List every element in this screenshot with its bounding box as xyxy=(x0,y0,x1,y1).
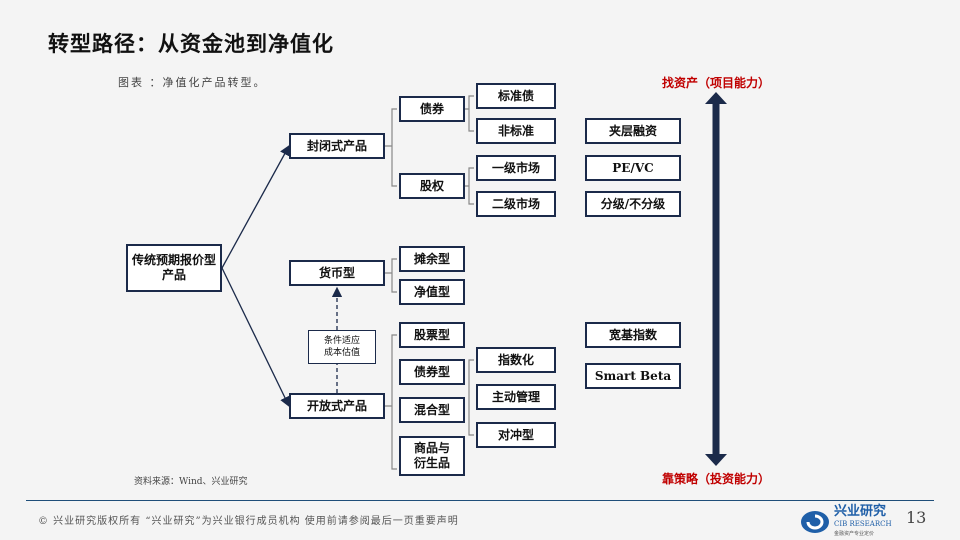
bond-box: 债券 xyxy=(399,96,465,122)
money-box: 货币型 xyxy=(289,260,385,286)
open-product-box: 开放式产品 xyxy=(289,393,385,419)
page-number: 13 xyxy=(906,508,927,527)
condition-box: 条件适应 成本估值 xyxy=(308,330,376,364)
stock-type-box: 股票型 xyxy=(399,322,465,348)
index-box: 指数化 xyxy=(476,347,556,373)
standard-bond-box: 标准债 xyxy=(476,83,556,109)
arrow-closed xyxy=(221,144,290,269)
arrow-open xyxy=(221,267,290,408)
nav-box: 净值型 xyxy=(399,279,465,305)
footer-disclaimer: © 兴业研究版权所有 “兴业研究”为兴业银行成员机构 使用前请参阅最后一页重要声… xyxy=(38,516,459,527)
cib-logo: 兴业研究 CIB RESEARCH 金融资产专业定价 xyxy=(800,504,892,539)
tiered-box: 分级/不分级 xyxy=(585,191,681,217)
page-title: 转型路径：从资金池到净值化 xyxy=(48,32,334,56)
primary-market-box: 一级市场 xyxy=(476,155,556,181)
nonstandard-box: 非标准 xyxy=(476,118,556,144)
logo-sub: 金融资产专业定价 xyxy=(834,531,875,537)
active-box: 主动管理 xyxy=(476,384,556,410)
logo-cn: 兴业研究 xyxy=(834,504,887,519)
logo-icon xyxy=(801,510,829,533)
axis-bottom-label: 靠策略（投资能力） xyxy=(661,472,771,486)
pevc-box: PE/VC xyxy=(585,155,681,181)
secondary-market-box: 二级市场 xyxy=(476,191,556,217)
smart-beta-box: Smart Beta xyxy=(585,363,681,389)
mixed-type-box: 混合型 xyxy=(399,397,465,423)
mezzanine-box: 夹层融资 xyxy=(585,118,681,144)
equity-box: 股权 xyxy=(399,173,465,199)
source-note: 资料来源：Wind、兴业研究 xyxy=(134,477,248,487)
footer-divider xyxy=(26,500,934,501)
logo-en: CIB RESEARCH xyxy=(834,520,892,528)
amortized-box: 摊余型 xyxy=(399,246,465,272)
brackets xyxy=(385,95,474,470)
root-box: 传统预期报价型产品 xyxy=(126,244,222,292)
commodity-box: 商品与衍生品 xyxy=(399,436,465,476)
broad-index-box: 宽基指数 xyxy=(585,322,681,348)
closed-product-box: 封闭式产品 xyxy=(289,133,385,159)
hedge-box: 对冲型 xyxy=(476,422,556,448)
bond-type-box: 债券型 xyxy=(399,359,465,385)
axis-top-label: 找资产（项目能力） xyxy=(661,76,771,90)
figure-caption: 图表 ：净值化产品转型。 xyxy=(118,76,267,89)
